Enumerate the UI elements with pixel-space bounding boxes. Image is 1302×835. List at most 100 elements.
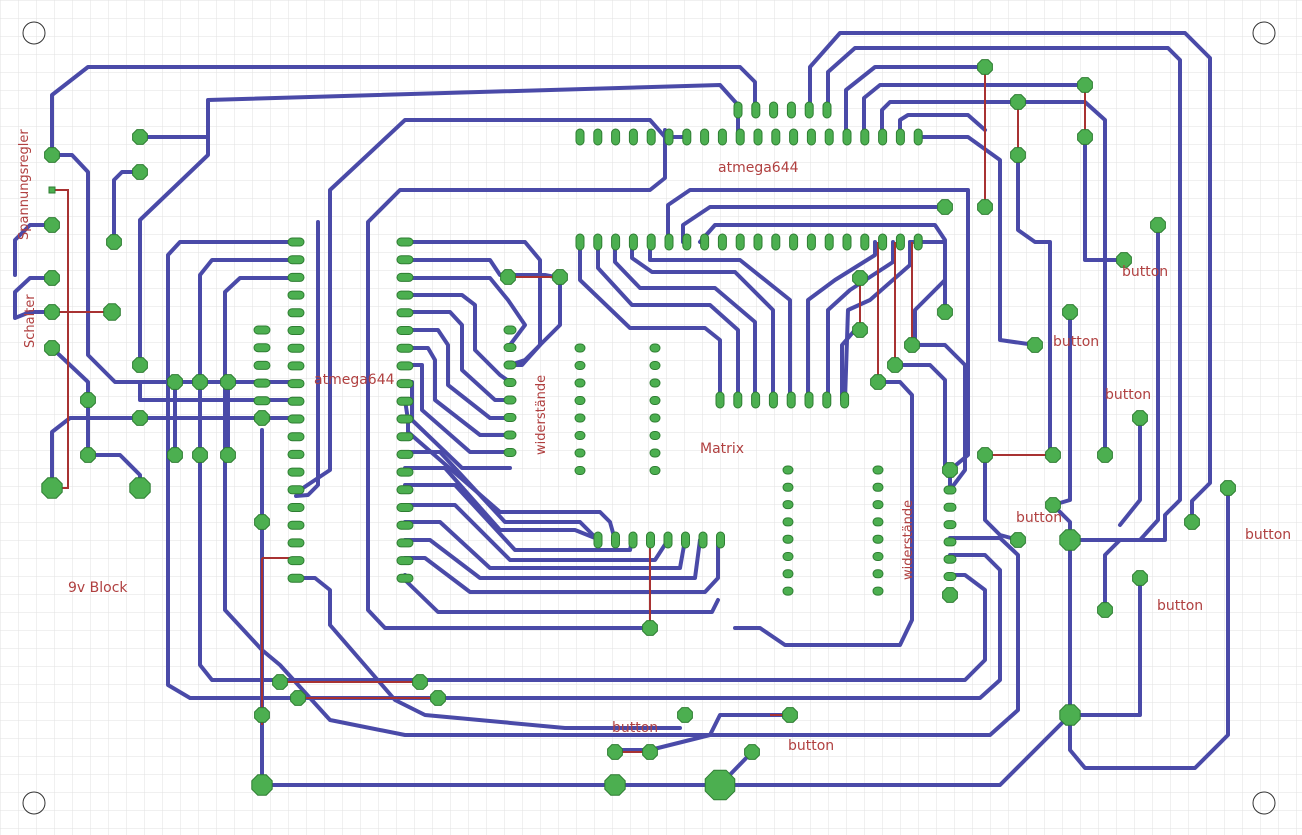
ic-pad [396, 272, 414, 282]
power-pad [1059, 704, 1081, 726]
matrix-pad [786, 391, 796, 409]
trace [403, 503, 670, 562]
matrix-pad [649, 466, 661, 475]
ic-pad [753, 128, 763, 146]
via-pad [412, 674, 428, 690]
ic-pad [396, 556, 414, 566]
regulator-pad [44, 217, 60, 233]
label-9v-block: 9v Block [68, 580, 128, 596]
via-pad [80, 447, 96, 463]
ic-pad [860, 128, 870, 146]
resistor-pad [503, 448, 517, 457]
trace [630, 240, 775, 402]
trace [13, 223, 54, 277]
matrix-pad [574, 378, 586, 388]
via-pad [1010, 532, 1026, 548]
mounting-hole [22, 791, 46, 815]
trace [403, 276, 527, 347]
ic-pad [287, 396, 305, 406]
ic-pad [700, 128, 710, 146]
via-pad [1045, 447, 1061, 463]
via-pad [942, 587, 958, 603]
ic-pad [396, 485, 414, 495]
ic-pad [628, 128, 638, 146]
ic-pad [860, 233, 870, 251]
via-pad [1150, 217, 1166, 233]
ic-pad [396, 449, 414, 459]
trace [403, 450, 600, 542]
ic-pad [895, 128, 905, 146]
matrix-pad [574, 361, 586, 370]
via-pad [642, 620, 658, 636]
via-pad [272, 674, 288, 690]
resistor-pad [943, 502, 957, 512]
label-button: button [1245, 527, 1291, 543]
matrix-pad [649, 396, 661, 405]
via-pad [254, 707, 270, 723]
via-pad [977, 199, 993, 215]
via-pad [80, 392, 96, 408]
trace [983, 453, 1020, 542]
matrix-pad [649, 361, 661, 370]
via-pad [1132, 570, 1148, 586]
resistor-pad [503, 378, 517, 387]
matrix-pad [574, 413, 586, 423]
matrix-pad [574, 396, 586, 405]
matrix-pad [715, 391, 725, 409]
ic-pad [735, 233, 745, 251]
ic-pad [664, 128, 674, 146]
matrix-pad [751, 391, 761, 409]
matrix-pad [574, 448, 586, 458]
resistor-pad [872, 534, 884, 544]
ic-pad [700, 233, 710, 251]
resistor-pad [782, 534, 794, 544]
resistor-pad [872, 482, 884, 492]
ic-pad [611, 128, 621, 146]
ic-pad [287, 538, 305, 548]
resistor-pad [782, 586, 794, 596]
ic-pad [396, 520, 414, 530]
via-pad [220, 374, 236, 390]
trace [1083, 135, 1126, 262]
trace [1118, 416, 1142, 527]
via-pad [132, 410, 148, 426]
trace [50, 346, 142, 490]
trace [403, 346, 512, 437]
trace [50, 65, 757, 157]
ic-pad [287, 237, 305, 247]
ic-pad [913, 233, 923, 251]
label-button: button [1105, 387, 1151, 403]
resistor-pad [782, 552, 794, 561]
ic-pad [842, 233, 852, 251]
via-pad [1077, 129, 1093, 145]
via-pad [887, 357, 903, 373]
ic-pad [751, 101, 761, 119]
ic-pad [396, 255, 414, 265]
label-button: button [1053, 334, 1099, 350]
resistor-pad [943, 554, 957, 564]
trace [403, 520, 687, 570]
trace [613, 240, 757, 402]
ic-pad [769, 101, 779, 119]
resistor-pad [872, 569, 884, 579]
via-pad [106, 234, 122, 250]
ic-pad [396, 290, 414, 300]
ic-pad [575, 233, 585, 251]
via-pad [1097, 447, 1113, 463]
power-pad [704, 769, 736, 801]
ic-pad [717, 233, 727, 251]
trace [613, 713, 1072, 787]
power-pad [129, 477, 151, 499]
ic-pad [895, 233, 905, 251]
via-pad [103, 303, 121, 321]
ic-pad [575, 128, 585, 146]
trace [366, 128, 667, 630]
mounting-hole [22, 21, 46, 45]
power-pad [1059, 529, 1081, 551]
ic-pad [396, 396, 414, 406]
ic-pad [733, 101, 743, 119]
via-pad [852, 322, 868, 338]
ic-pad [396, 467, 414, 477]
matrix-pad [681, 531, 690, 549]
trace [916, 135, 1037, 347]
